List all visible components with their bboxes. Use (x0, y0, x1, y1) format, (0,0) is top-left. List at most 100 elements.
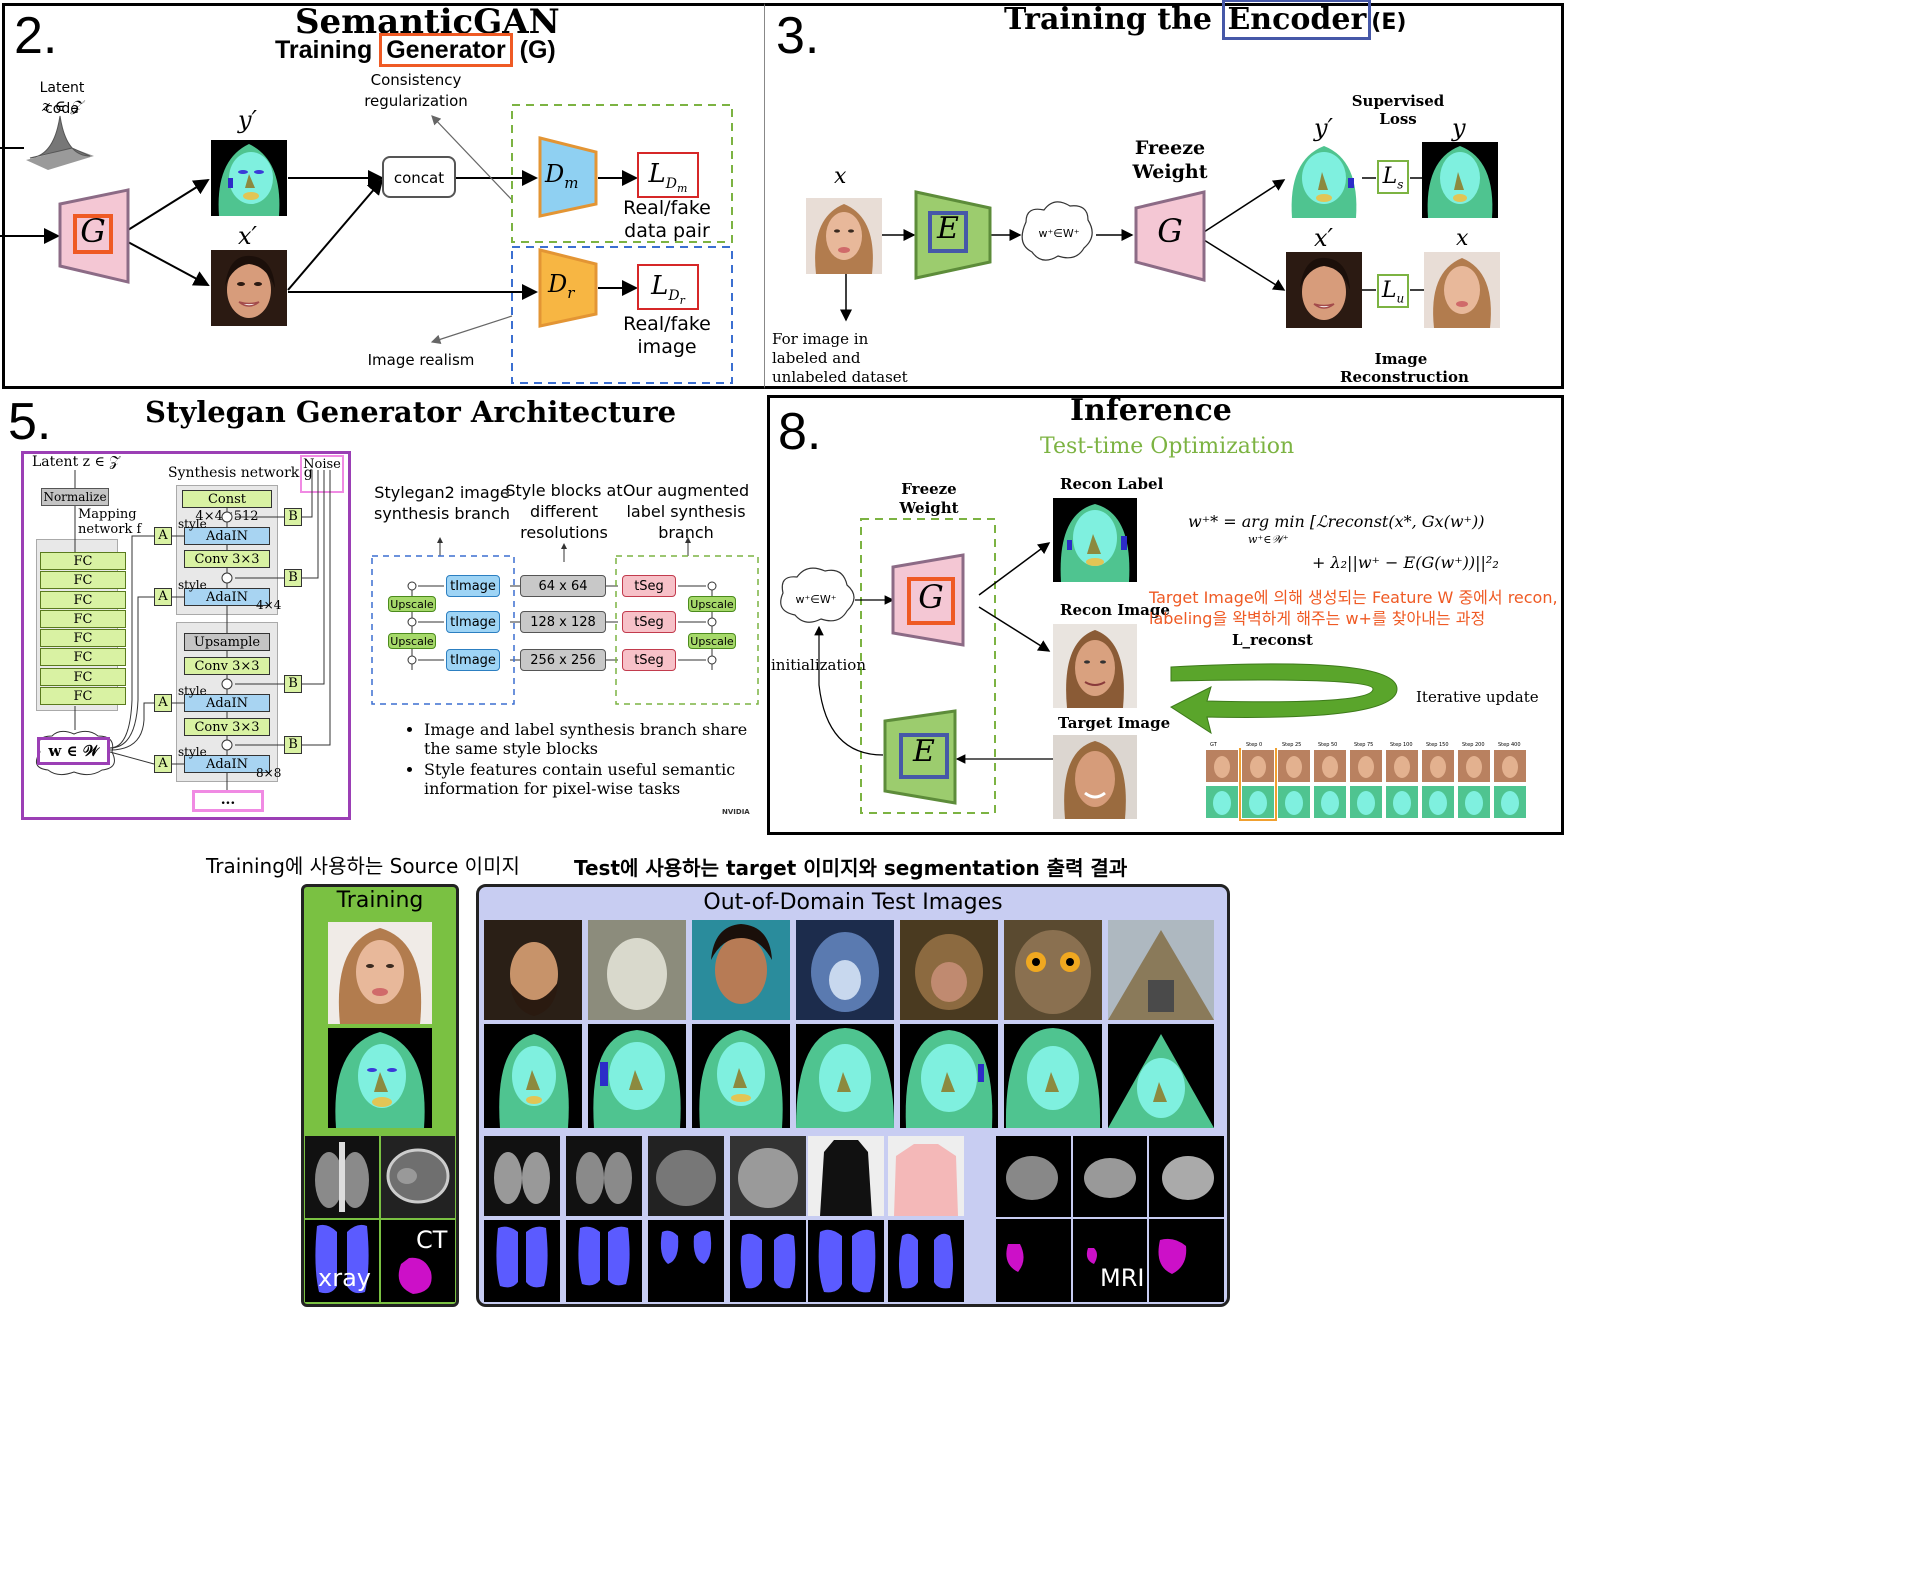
image-realism-label: Image realism (367, 351, 475, 369)
input-face-image (806, 198, 882, 274)
panel8-subtitle: Test-time Optimization (1040, 434, 1295, 459)
recon-face-image (1286, 252, 1362, 328)
latent-code-label: Latent code (39, 80, 85, 117)
panel5-number: 5. (8, 393, 52, 451)
panel2-wiring (0, 104, 733, 384)
res-8x8: 8×8 (256, 766, 282, 780)
conv-box: Conv 3×3 (184, 550, 270, 568)
b-box: B (284, 675, 302, 693)
iterative-label: Iterative update (1416, 688, 1539, 706)
realfake-image-label: Real/fake image (623, 313, 711, 358)
res-4x4: 4×4 (256, 598, 282, 612)
generated-label-image (211, 140, 287, 216)
concat-node: concat (382, 156, 456, 198)
generated-face-image (211, 250, 287, 326)
timage-box: tImage (446, 575, 500, 597)
adain-box: AdaIN (184, 755, 270, 773)
supervised-loss-label: Supervised Loss (1351, 92, 1445, 128)
latent-math: z ∈ 𝒵 (42, 97, 82, 115)
left-caption: Training에 사용하는 Source 이미지 (206, 854, 520, 878)
a-box: A (154, 755, 172, 773)
panel5-bullets: Image and label synthesis branch share t… (402, 720, 754, 798)
training-label-image (328, 1028, 432, 1128)
e-box-8 (899, 733, 949, 779)
formula-sub: w⁺∈𝒲⁺ (1248, 533, 1289, 546)
y-label-3: y (1452, 114, 1466, 142)
x-label-3: x (1456, 226, 1469, 251)
stylegan-wiring (74, 470, 331, 790)
generator-box: Generator (379, 33, 513, 67)
b-box: B (284, 569, 302, 587)
fc-layer: FC (40, 629, 126, 647)
consistency-label: Consistency regularization (364, 71, 468, 110)
ldm-box: LDm (637, 152, 699, 198)
ct-label: CT (416, 1226, 448, 1254)
wplus-cloud-label: w⁺∈W⁺ (1038, 227, 1080, 240)
g-label-8: G (918, 578, 944, 616)
training-xray-ct (305, 1136, 455, 1302)
ood-face-row (484, 920, 1214, 1020)
upscale-box: Upscale (688, 633, 736, 649)
tseg-box: tSeg (622, 611, 676, 633)
training-title: Training (336, 888, 424, 913)
conv-box: Conv 3×3 (184, 657, 270, 675)
panel5-title: Stylegan Generator Architecture (145, 395, 677, 429)
branch2-label: Style blocks at different resolutions (505, 481, 623, 542)
g-label: G (80, 212, 106, 250)
step-label: Step 75 (1354, 742, 1374, 748)
optimization-steps-thumbs (1206, 748, 1526, 821)
g-box-8 (907, 577, 955, 625)
panel-encoder (764, 3, 1564, 389)
recon-label-image (1053, 498, 1137, 582)
step-label: Step 0 (1246, 742, 1263, 748)
pred-label-image (1286, 142, 1362, 218)
e-label-8: E (913, 734, 935, 769)
b-box: B (284, 736, 302, 754)
step-label: Step 100 (1390, 742, 1413, 748)
tseg-box: tSeg (622, 649, 676, 671)
bullet-item: Style features contain useful semantic i… (424, 760, 754, 798)
panel-semanticgan (2, 3, 766, 389)
mri-label: MRI (1100, 1264, 1145, 1292)
style-label: style (178, 745, 207, 759)
fc-layer: FC (40, 571, 126, 589)
branch3-label: Our augmented label synthesis branch (622, 481, 750, 542)
initialization-label: initialization (771, 656, 866, 674)
adain-box: AdaIN (184, 694, 270, 712)
korean-note-line2: labeling을 왁벽하게 해주는 w+를 찾아내는 과정 (1149, 609, 1486, 628)
b-box: B (284, 508, 302, 526)
ls-box: Ls (1377, 160, 1409, 194)
ldr-box: LDr (637, 264, 699, 310)
freeze-weight-label-8: Freeze Weight (899, 480, 959, 517)
x-input-label: x (834, 164, 847, 189)
a-box: A (154, 588, 172, 606)
branch1-label: Stylegan2 image synthesis branch (373, 483, 511, 523)
w-label-box: w ∈ 𝒲 (37, 737, 110, 765)
synthesis-label: Synthesis network g (168, 465, 313, 481)
step-labels: GT Step 0 Step 25 Step 50 Step 75 Step 1… (1204, 742, 1528, 752)
adain-box: AdaIN (184, 588, 270, 606)
freeze-weight-label: Freeze Weight (1132, 137, 1208, 183)
fc-layer: FC (40, 668, 126, 686)
panel2-title: SemanticGAN (295, 2, 560, 42)
formula-line1: w⁺* = arg min [ℒreconst(x*, Gx(w⁺)) (1188, 512, 1485, 531)
wplus-cloud-label-8: w⁺∈W⁺ (795, 593, 837, 606)
lu-box: Lu (1377, 274, 1409, 308)
normalize-box: Normalize (41, 488, 109, 506)
latent-gaussian-icon (26, 115, 94, 170)
noise-label: Noise (300, 455, 344, 493)
fc-layer: FC (40, 591, 126, 609)
image-recon-label: Image Reconstruction (1340, 350, 1469, 386)
step-label: Step 150 (1426, 742, 1449, 748)
panel-inference (767, 395, 1564, 835)
panel2-number: 2. (14, 7, 58, 65)
x-prime-label: x′ (238, 222, 257, 250)
fc-layer: FC (40, 648, 126, 666)
g-label-box (73, 214, 113, 254)
target-image (1053, 735, 1137, 819)
fc-layer: FC (40, 610, 126, 628)
a-box: A (154, 527, 172, 545)
recon-image-title: Recon Image (1060, 601, 1170, 619)
dataset-note: For image in labeled and unlabeled datas… (772, 330, 908, 386)
step-label: GT (1210, 742, 1217, 748)
